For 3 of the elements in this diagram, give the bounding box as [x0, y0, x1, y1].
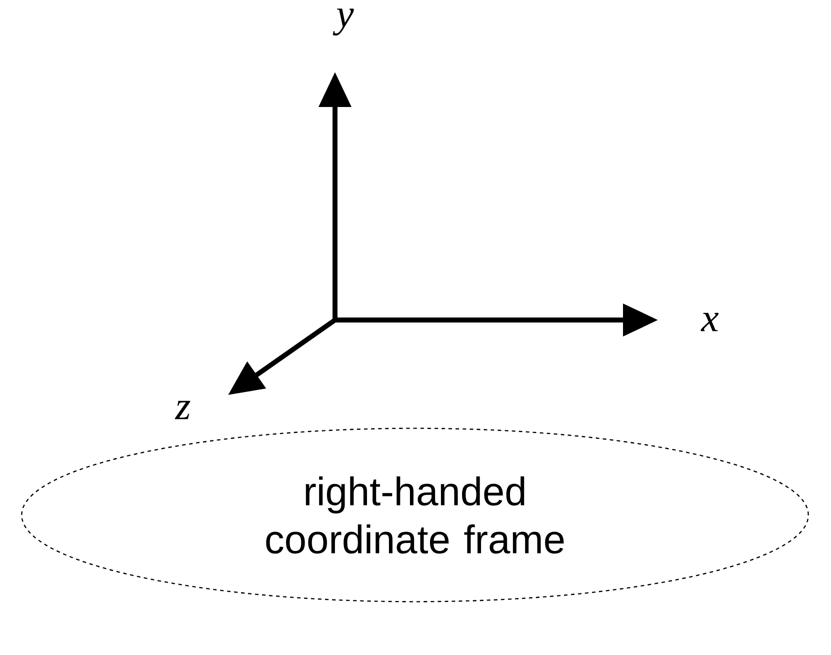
- axis-label: y: [332, 8, 354, 36]
- axis-label: x: [700, 312, 719, 332]
- ellipse-node: right-handed coordinate frame: [21, 428, 809, 602]
